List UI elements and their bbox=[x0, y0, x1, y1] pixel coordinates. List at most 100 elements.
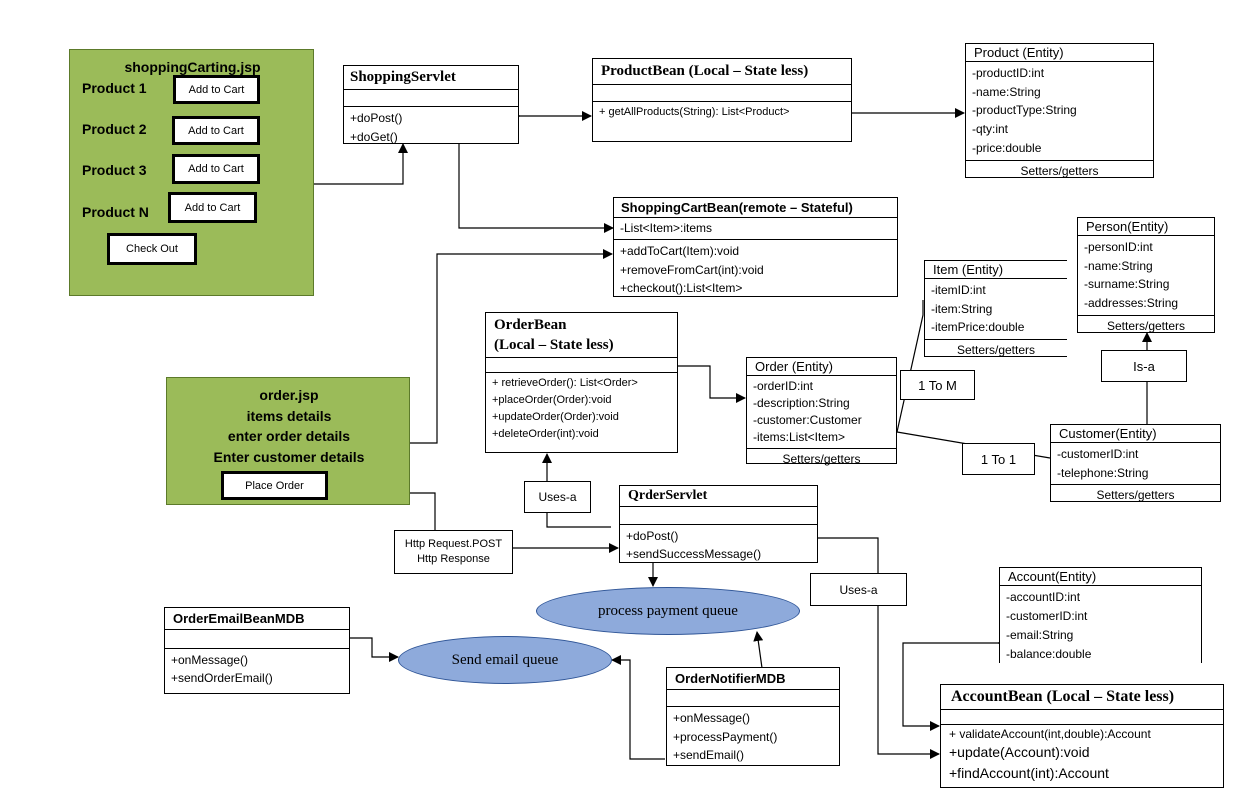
class-name: Customer(Entity) bbox=[1051, 425, 1220, 443]
process-payment-queue: process payment queue bbox=[536, 587, 800, 635]
attributes-section: -customerID:int -telephone:String bbox=[1051, 443, 1220, 485]
operation: +removeFromCart(int):void bbox=[620, 262, 764, 277]
attribute: -name:String bbox=[972, 84, 1041, 99]
operations-section: +addToCart(Item):void +removeFromCart(in… bbox=[614, 240, 897, 300]
operation: +processPayment() bbox=[673, 729, 778, 744]
attribute: -customerID:int bbox=[1057, 447, 1139, 461]
order-servlet-class: QrderServlet +doPost() +sendSuccessMessa… bbox=[619, 485, 818, 563]
class-footer: Setters/getters bbox=[1106, 318, 1186, 333]
one-to-many-label: 1 To M bbox=[900, 370, 975, 400]
uses-a-label-order-servlet: Uses-a bbox=[524, 481, 591, 513]
place-order-button[interactable]: Place Order bbox=[221, 471, 328, 500]
shopping-jsp-panel: shoppingCarting.jsp Product 1 Add to Car… bbox=[69, 49, 314, 296]
class-footer: Setters/getters bbox=[1020, 163, 1099, 178]
orderjsp-http-connector bbox=[410, 492, 436, 530]
product-2-label: Product 2 bbox=[82, 121, 147, 137]
attribute: -items:List<Item> bbox=[753, 430, 846, 444]
account-entity-class: Account(Entity) -accountID:int -customer… bbox=[999, 567, 1202, 663]
operations-section: +onMessage() +sendOrderEmail() bbox=[165, 649, 349, 689]
order-entity-class: Order (Entity) -orderID:int -description… bbox=[746, 357, 897, 466]
class-name: OrderBean (Local – State less) bbox=[486, 313, 677, 358]
operation: +updateOrder(Order):void bbox=[492, 411, 619, 423]
class-name-line: (Local – State less) bbox=[494, 337, 614, 353]
order-jsp-line-order: enter order details bbox=[227, 428, 351, 444]
operation: +onMessage() bbox=[171, 653, 249, 667]
attribute: -customerID:int bbox=[1006, 609, 1088, 623]
class-footer: Setters/getters bbox=[782, 452, 861, 466]
operations-section: +doPost() +doGet() bbox=[344, 107, 518, 149]
class-name: Person(Entity) bbox=[1078, 218, 1214, 236]
send-email-queue: Send email queue bbox=[398, 636, 612, 684]
add-to-cart-button-2[interactable]: Add to Cart bbox=[172, 116, 260, 145]
notifier-paymentqueue-connector bbox=[753, 631, 764, 669]
operation: +sendEmail() bbox=[673, 748, 745, 762]
add-to-cart-button-1[interactable]: Add to Cart bbox=[173, 75, 260, 104]
add-to-cart-button-n[interactable]: Add to Cart bbox=[168, 192, 257, 223]
attribute: -price:double bbox=[972, 140, 1042, 155]
class-footer: Setters/getters bbox=[956, 343, 1036, 358]
operation: +placeOrder(Order):void bbox=[492, 394, 612, 406]
order-jsp-line-customer: Enter customer details bbox=[213, 448, 365, 465]
orderjsp-cartbean-connector bbox=[401, 249, 613, 448]
operation: +doGet() bbox=[350, 130, 398, 144]
operation: + retrieveOrder(): List<Order> bbox=[492, 377, 638, 389]
class-name: OrderNotifierMDB bbox=[667, 668, 839, 690]
attribute: -personID:int bbox=[1084, 240, 1153, 254]
attribute: -addresses:String bbox=[1084, 296, 1179, 311]
shopping-cart-bean-class: ShoppingCartBean(remote – Stateful) -Lis… bbox=[613, 197, 898, 297]
operations-section: +onMessage() +processPayment() +sendEmai… bbox=[667, 707, 839, 767]
operation: + getAllProducts(String): List<Product> bbox=[599, 106, 790, 118]
class-name: Product (Entity) bbox=[966, 44, 1153, 62]
attribute: -orderID:int bbox=[753, 379, 814, 393]
class-name: QrderServlet bbox=[620, 486, 817, 507]
operations-section: + retrieveOrder(): List<Order> +placeOrd… bbox=[486, 373, 677, 445]
attributes-section bbox=[941, 710, 1223, 725]
uses-a-label-account: Uses-a bbox=[810, 573, 907, 606]
operation: +doPost() bbox=[350, 111, 403, 125]
attribute: -item:String bbox=[931, 301, 993, 316]
order-email-mdb-class: OrderEmailBeanMDB +onMessage() +sendOrde… bbox=[164, 607, 350, 694]
checkout-button[interactable]: Check Out bbox=[107, 233, 197, 265]
product-n-label: Product N bbox=[82, 204, 149, 220]
attribute: -balance:double bbox=[1006, 647, 1092, 661]
attributes-section bbox=[165, 630, 349, 649]
attribute: -itemPrice:double bbox=[931, 320, 1025, 335]
operation: + validateAccount(int,double):Account bbox=[949, 727, 1151, 741]
attribute: -telephone:String bbox=[1057, 465, 1149, 480]
class-name: AccountBean (Local – State less) bbox=[941, 685, 1223, 710]
order-bean-class: OrderBean (Local – State less) + retriev… bbox=[485, 312, 678, 453]
http-request-label: Http Request.POST Http Response bbox=[394, 530, 513, 574]
attribute: -List<Item>:items bbox=[620, 221, 713, 235]
class-name: ShoppingCartBean(remote – Stateful) bbox=[614, 198, 897, 218]
jsp-to-shopping-servlet-connector bbox=[314, 143, 408, 185]
order-item-connector bbox=[896, 300, 924, 433]
attribute: -productID:int bbox=[972, 66, 1045, 80]
operation: +update(Account):void bbox=[949, 744, 1090, 760]
attributes-section: -orderID:int -description:String -custom… bbox=[747, 376, 896, 449]
order-jsp-line-items: items details bbox=[246, 407, 332, 424]
orderbean-order-connector bbox=[669, 361, 746, 403]
attributes-section: -accountID:int -customerID:int -email:St… bbox=[1000, 586, 1201, 666]
attributes-section: -personID:int -name:String -surname:Stri… bbox=[1078, 236, 1214, 316]
attribute: -email:String bbox=[1006, 628, 1074, 642]
add-to-cart-button-3[interactable]: Add to Cart bbox=[172, 154, 260, 184]
customer-entity-class: Customer(Entity) -customerID:int -teleph… bbox=[1050, 424, 1221, 502]
operation: +onMessage() bbox=[673, 711, 751, 725]
attributes-section: -productID:int -name:String -productType… bbox=[966, 62, 1153, 161]
product-3-label: Product 3 bbox=[82, 162, 147, 178]
orderservlet-accountbean-connector bbox=[818, 537, 940, 759]
operation: +sendSuccessMessage() bbox=[626, 547, 762, 561]
account-bean-class: AccountBean (Local – State less) + valid… bbox=[940, 684, 1224, 788]
attributes-section bbox=[667, 690, 839, 707]
attribute: -itemID:int bbox=[931, 283, 986, 297]
account-accountbean-connector bbox=[902, 638, 1007, 731]
operation: +checkout():List<Item> bbox=[620, 281, 743, 295]
operations-section: + validateAccount(int,double):Account +u… bbox=[941, 725, 1223, 785]
attribute: -description:String bbox=[753, 396, 850, 410]
class-name: Account(Entity) bbox=[1000, 568, 1201, 586]
attribute: -name:String bbox=[1084, 258, 1153, 273]
emailmdb-emailqueue-connector bbox=[341, 633, 399, 662]
operation: +deleteOrder(int):void bbox=[492, 428, 599, 440]
product-bean-class: ProductBean (Local – State less) + getAl… bbox=[592, 58, 852, 142]
order-notifier-mdb-class: OrderNotifierMDB +onMessage() +processPa… bbox=[666, 667, 840, 766]
